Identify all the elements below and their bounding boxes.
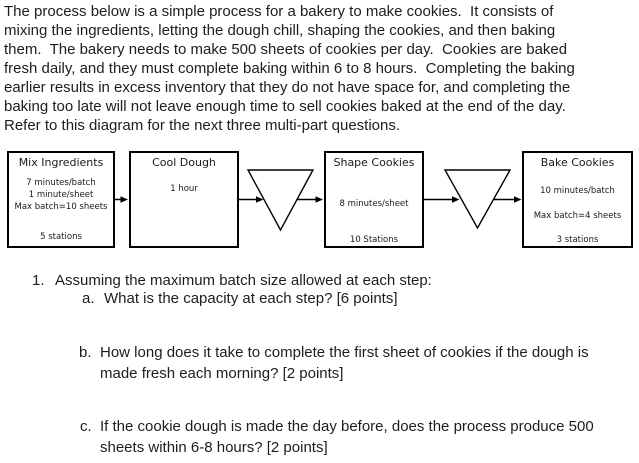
question-1a-letter: a. — [82, 290, 95, 307]
process-box-detail: 8 minutes/sheet — [339, 199, 409, 209]
process-box-cool-dough: Cool Dough 1 hour — [129, 151, 239, 248]
intro-line: Refer to this diagram for the next three… — [4, 117, 401, 134]
flow-connectors — [114, 169, 522, 232]
flow-arrow — [297, 196, 323, 203]
process-box-detail: 10 minutes/batch — [540, 186, 615, 196]
flow-arrow — [494, 196, 522, 203]
question-1a-text: What is the capacity at each step? [6 po… — [104, 290, 398, 307]
inventory-triangle-icon — [443, 169, 512, 230]
process-box-stations: 10 Stations — [349, 235, 399, 245]
flow-arrow — [424, 196, 460, 203]
process-box-title: Cool Dough — [152, 156, 216, 169]
process-box-shape-cookies: Shape Cookies 8 minutes/sheet 10 Station… — [324, 151, 424, 248]
intro-line: earlier results in excess inventory that… — [4, 79, 571, 96]
question-1b-text: How long does it take to complete the fi… — [100, 344, 589, 361]
intro-line: them. The bakery needs to make 500 sheet… — [4, 41, 568, 58]
process-box-title: Shape Cookies — [333, 156, 415, 169]
intro-line: mixing the ingredients, letting the doug… — [4, 22, 556, 39]
question-1b-letter: b. — [79, 344, 92, 361]
process-box-detail: Max batch=10 sheets — [14, 202, 108, 212]
question-1-number: 1. — [32, 272, 45, 289]
inventory-triangle-icon — [246, 169, 315, 232]
process-box-detail: 1 hour — [170, 184, 198, 194]
intro-line: The process below is a simple process fo… — [4, 3, 554, 20]
intro-line: baking too late will not leave enough ti… — [4, 98, 566, 115]
process-box-detail: Max batch=4 sheets — [533, 211, 622, 221]
process-box-bake-cookies: Bake Cookies 10 minutes/batch Max batch=… — [522, 151, 633, 248]
question-1c-text: If the cookie dough is made the day befo… — [100, 418, 594, 435]
process-flow-diagram: Mix Ingredients 7 minutes/batch 1 minute… — [0, 145, 639, 260]
process-box-title: Bake Cookies — [540, 156, 615, 169]
question-1c-text: sheets within 6-8 hours? [2 points] — [100, 439, 328, 456]
question-1b-text: made fresh each morning? [2 points] — [100, 365, 344, 382]
intro-paragraph: The process below is a simple process fo… — [4, 2, 636, 135]
process-box-mix-ingredients: Mix Ingredients 7 minutes/batch 1 minute… — [7, 151, 115, 248]
process-box-title: Mix Ingredients — [18, 156, 104, 169]
question-1-text: Assuming the maximum batch size allowed … — [55, 272, 432, 289]
process-box-stations: 3 stations — [556, 235, 599, 245]
flow-arrow — [238, 196, 264, 203]
process-box-detail: 1 minute/sheet — [28, 190, 94, 200]
intro-line: fresh daily, and they must complete baki… — [4, 60, 575, 77]
question-1c-letter: c. — [80, 418, 92, 435]
process-box-stations: 5 stations — [40, 232, 82, 242]
process-box-detail: 7 minutes/batch — [26, 178, 96, 188]
flow-arrow — [114, 196, 128, 203]
